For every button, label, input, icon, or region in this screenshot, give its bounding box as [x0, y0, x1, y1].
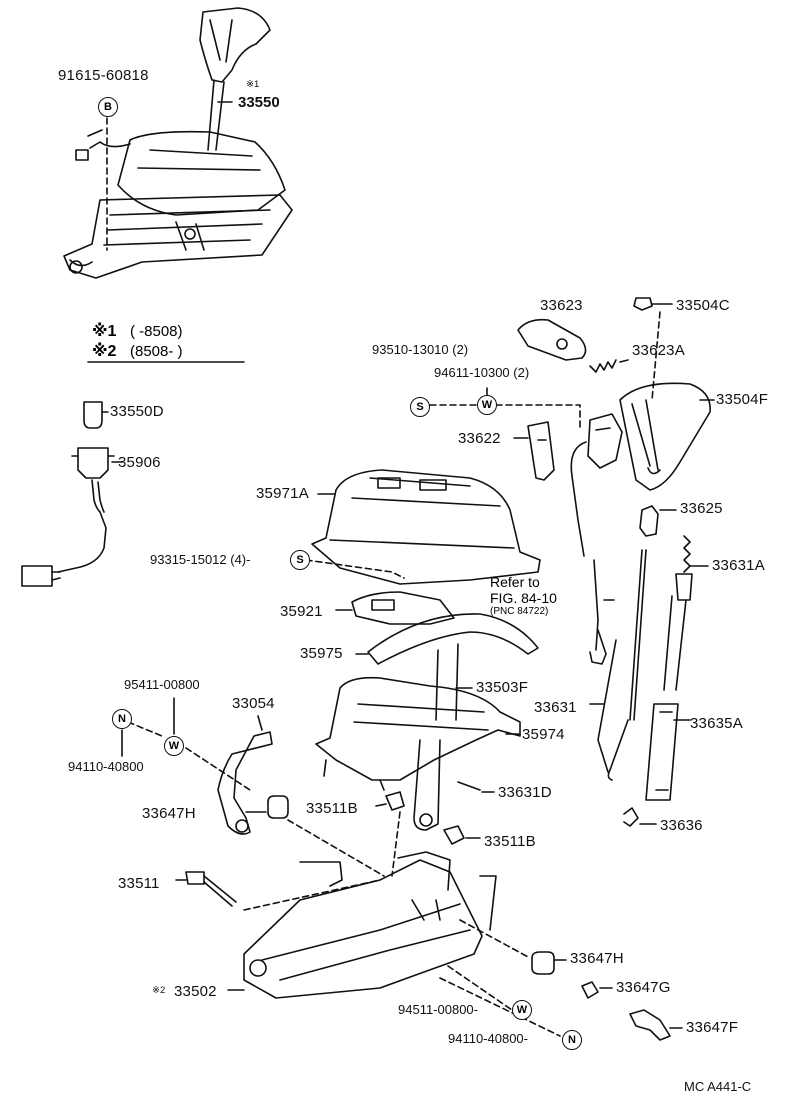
bracket-33622-drawing	[527, 421, 555, 481]
socket-wire-drawing	[21, 447, 123, 587]
base-33502-drawing	[243, 851, 497, 999]
part-33502-label: 33502	[174, 983, 217, 1000]
slide-plate-35975-drawing	[367, 613, 539, 665]
reference-note: Refer to FIG. 84-10 (PNC 84722)	[490, 574, 557, 618]
part-33623A-label: 33623A	[632, 342, 685, 359]
callout-n-icon-2: N	[562, 1030, 582, 1050]
knob-33504F-drawing	[619, 382, 711, 491]
callout-w-icon-2: W	[164, 736, 184, 756]
part-35921-label: 35921	[280, 603, 323, 620]
plate-33623-drawing	[517, 318, 587, 361]
indicator-35921-drawing	[351, 591, 455, 625]
part-33511-label: 33511	[118, 875, 160, 892]
part-33631D-label: 33631D	[498, 784, 552, 801]
part-35971A-label: 35971A	[256, 485, 309, 502]
part-33635A-label: 33635A	[690, 715, 743, 732]
part-33511B-label-2: 33511B	[484, 833, 536, 850]
part-33550-label: 33550	[238, 94, 280, 111]
part-33504F-label: 33504F	[716, 391, 769, 408]
part-33054-label: 33054	[232, 695, 275, 712]
part-95411-00800-label: 95411-00800	[124, 677, 200, 692]
part-33623-label: 33623	[540, 297, 583, 314]
part-33647F-label: 33647F	[686, 1019, 739, 1036]
reference-line-3: (PNC 84722)	[490, 606, 549, 617]
part-33636-label: 33636	[660, 817, 703, 834]
part-94511-00800-label: 94511-00800-	[398, 1002, 478, 1017]
part-33550D-label: 33550D	[110, 403, 164, 420]
part-33647G-label: 33647G	[616, 979, 671, 996]
part-35906-label: 35906	[118, 454, 161, 471]
legend-mark-1: ※1	[92, 323, 117, 340]
part-93315-15012-label: 93315-15012 (4)-	[150, 552, 251, 567]
note-2-marker: ※2	[152, 985, 166, 996]
part-94110-40800-label: 94110-40800	[68, 759, 144, 774]
shifter-assembly-drawing	[63, 7, 293, 279]
part-94611-10300-label: 94611-10300 (2)	[434, 365, 530, 380]
part-33625-label: 33625	[680, 500, 723, 517]
callout-w-icon-3: W	[512, 1000, 532, 1020]
reference-line-2: FIG. 84-10	[490, 590, 557, 606]
callout-s-icon-2: S	[290, 550, 310, 570]
callout-b-icon: B	[98, 97, 118, 117]
part-35974-label: 35974	[522, 726, 565, 743]
sleeve-33635A-drawing	[645, 703, 679, 801]
callout-n-icon: N	[112, 709, 132, 729]
part-33622-label: 33622	[458, 430, 501, 447]
part-33631-label: 33631	[534, 699, 577, 716]
part-33503F-label: 33503F	[476, 679, 529, 696]
bulb-drawing	[83, 401, 109, 429]
part-93510-13010-label: 93510-13010 (2)	[372, 342, 469, 357]
switch-drawing	[570, 413, 623, 557]
cover-35971A-drawing	[311, 469, 541, 585]
figure-code: MC A441-C	[684, 1079, 752, 1094]
legend-range-2: (8508- )	[130, 343, 183, 360]
reference-line-1: Refer to	[490, 574, 540, 590]
part-33504C-label: 33504C	[676, 297, 730, 314]
bracket-33054-drawing	[217, 731, 273, 835]
callout-s-icon: S	[410, 397, 430, 417]
callout-w-icon: W	[477, 395, 497, 415]
part-33511B-label: 33511B	[306, 800, 358, 817]
part-94110-40800-label-2: 94110-40800-	[448, 1031, 528, 1046]
part-33647H-label: 33647H	[142, 805, 196, 822]
part-33647H-label-2: 33647H	[570, 950, 624, 967]
part-33631A-label: 33631A	[712, 557, 765, 574]
part-91615-60818-label: 91615-60818	[58, 67, 149, 84]
applicability-legend: ※1 ( -8508) ※2 (8508- )	[92, 322, 183, 362]
note-1-marker: ※1	[246, 79, 260, 90]
legend-range-1: ( -8508)	[130, 323, 183, 340]
part-35975-label: 35975	[300, 645, 343, 662]
legend-mark-2: ※2	[92, 343, 117, 360]
